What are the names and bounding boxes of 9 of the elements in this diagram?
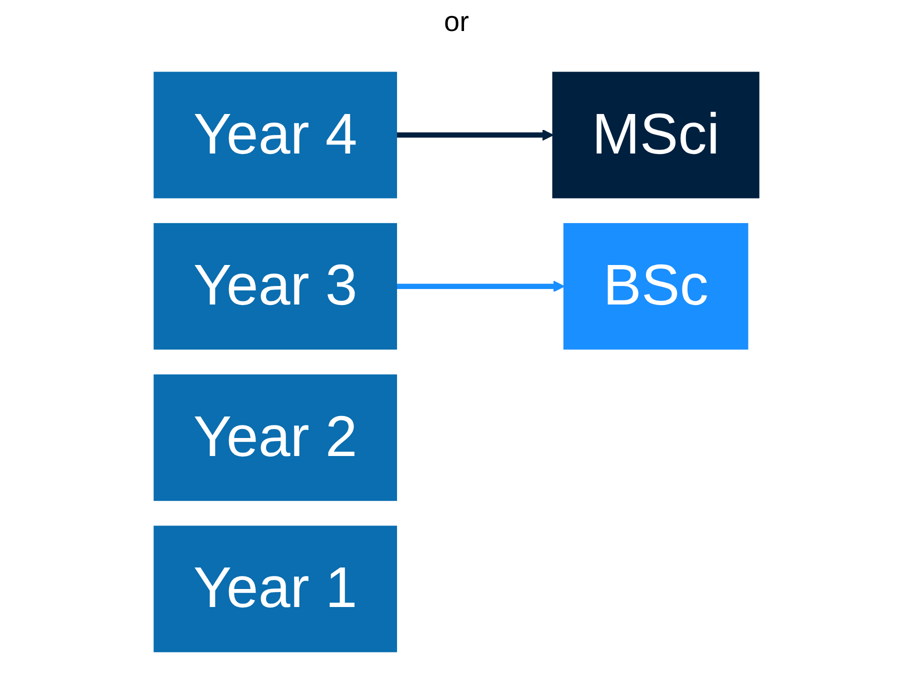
node-box: Year 3: [154, 223, 398, 350]
node-box: Year 4: [154, 72, 398, 198]
arrow: [396, 280, 565, 292]
note-text: or: [444, 6, 469, 37]
node-box: Year 2: [154, 374, 398, 501]
node-box: MSci: [552, 72, 760, 198]
arrow: [396, 129, 554, 141]
node-box: Year 1: [154, 526, 398, 652]
node-box: BSc: [563, 223, 748, 350]
